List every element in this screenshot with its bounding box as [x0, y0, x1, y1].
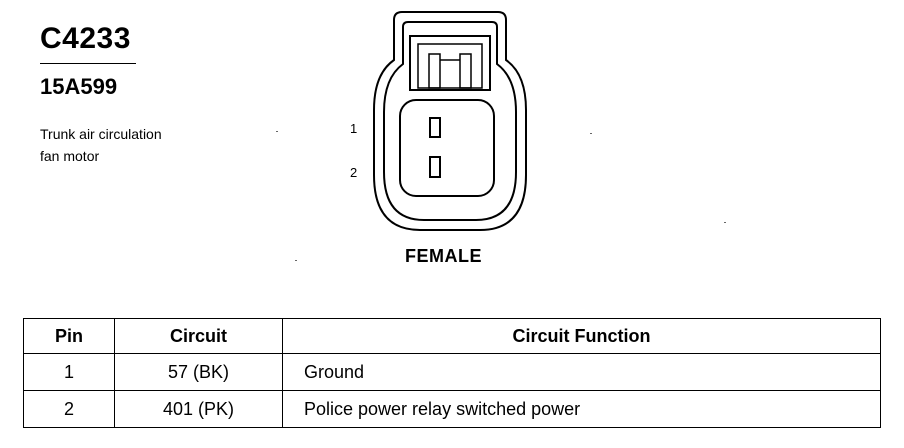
scan-speck [590, 133, 592, 134]
header-pin: Pin [23, 318, 115, 354]
header-circuit: Circuit [114, 318, 283, 354]
locking-tab [409, 35, 491, 91]
cell-circuit-function: Police power relay switched power [282, 390, 881, 428]
table-header-row: Pin Circuit Circuit Function [23, 318, 881, 354]
cell-circuit-function: Ground [282, 353, 881, 391]
cell-circuit: 401 (PK) [114, 390, 283, 428]
cell-pin: 2 [23, 390, 115, 428]
connector-inner-shell [383, 21, 517, 221]
table-row: 1 57 (BK) Ground [23, 353, 881, 391]
connector-description: Trunk air circulation fan motor [40, 123, 220, 167]
connector-face-diagram [373, 11, 527, 231]
part-number: 15A599 [40, 74, 118, 99]
locking-latch [428, 53, 441, 89]
pin-label-1: 1 [350, 121, 358, 136]
connector-gender-label: FEMALE [405, 246, 482, 266]
description-line: fan motor [40, 148, 100, 164]
connector-outer-shell [373, 11, 527, 231]
table-row: 2 401 (PK) Police power relay switched p… [23, 390, 881, 428]
pin-2-terminal [429, 156, 441, 178]
pin-1-terminal [429, 117, 441, 138]
locking-latch [459, 53, 472, 89]
header-circuit-function: Circuit Function [282, 318, 881, 354]
pin-label-2: 2 [350, 165, 358, 180]
scan-speck [724, 222, 726, 223]
cell-pin: 1 [23, 353, 115, 391]
description-line: Trunk air circulation [40, 126, 162, 142]
cell-circuit: 57 (BK) [114, 353, 283, 391]
terminal-cavity-face [399, 99, 495, 197]
scan-speck [295, 260, 297, 261]
connector-id-underline [40, 63, 136, 64]
scan-speck [276, 131, 278, 132]
connector-id: C4233 [40, 22, 131, 55]
locking-tab-inner [417, 43, 483, 89]
pinout-table: Pin Circuit Circuit Function 1 57 (BK) G… [23, 318, 881, 428]
